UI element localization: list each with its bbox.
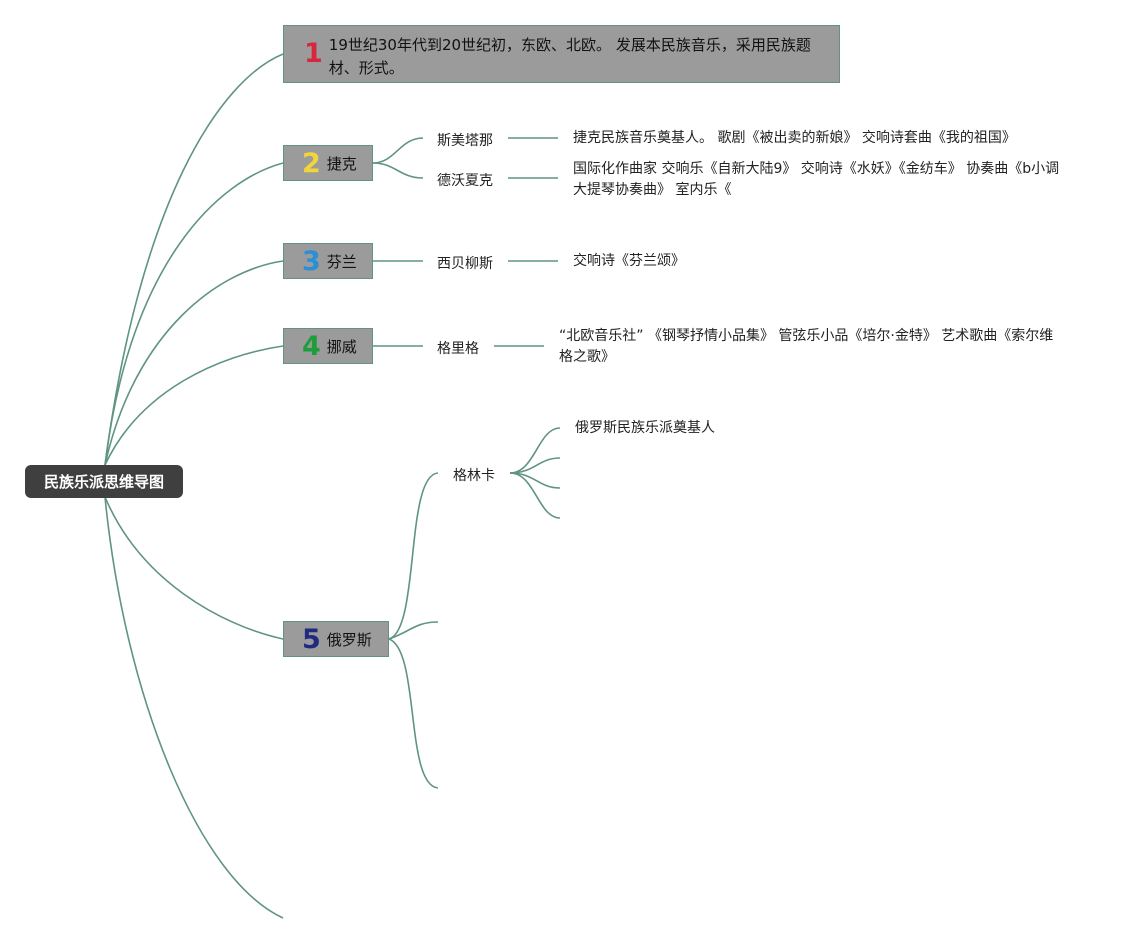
branch-czech-label: 捷克 — [326, 154, 357, 173]
desc-dvorak: 国际化作曲家 交响乐《自新大陆9》 交响诗《水妖》《金纺车》 协奏曲《b小调大提… — [573, 161, 1060, 198]
branch-russia-label: 俄罗斯 — [326, 630, 372, 649]
link-russia-empty2 — [388, 638, 439, 789]
desc-sibelius: 交响诗《芬兰颂》 — [573, 253, 685, 269]
link-czech-smetana — [372, 137, 424, 164]
link-glinka-empty3 — [509, 472, 561, 519]
root-label: 民族乐派思维导图 — [43, 473, 164, 491]
desc-glinka: 俄罗斯民族乐派奠基人 — [575, 420, 715, 436]
node-glinka[interactable]: 格林卡 — [453, 468, 495, 484]
desc-grieg: “北欧音乐社” 《钢琴抒情小品集》 管弦乐小品《培尔·金特》 艺术歌曲《索尔维格… — [559, 328, 1054, 365]
root-node[interactable]: 民族乐派思维导图 — [25, 465, 183, 498]
number-2-icon: 2 — [302, 147, 321, 179]
link-root-branch1 — [104, 53, 284, 466]
branch-czech[interactable]: 2 捷克 — [283, 145, 373, 181]
branch-norway-label: 挪威 — [326, 337, 357, 356]
branch-finland-label: 芬兰 — [326, 252, 357, 271]
link-glinka-desc — [509, 427, 561, 474]
link-russia-empty1 — [388, 621, 439, 640]
node-grieg[interactable]: 格里格 — [437, 341, 479, 357]
number-3-icon: 3 — [302, 245, 321, 277]
link-root-empty — [104, 496, 284, 919]
node-smetana[interactable]: 斯美塔那 — [437, 133, 493, 149]
number-5-icon: 5 — [302, 623, 321, 655]
node-sibelius[interactable]: 西贝柳斯 — [437, 256, 493, 272]
link-czech-dvorak — [372, 162, 424, 179]
number-1-icon: 1 — [304, 38, 323, 69]
branch-overview-text: 19世纪30年代到20世纪初，东欧、北欧。 发展本民族音乐，采用民族题材、形式。 — [328, 36, 811, 77]
branch-norway[interactable]: 4 挪威 — [283, 328, 373, 364]
link-root-branch2 — [104, 162, 284, 466]
branch-russia[interactable]: 5 俄罗斯 — [283, 621, 389, 657]
desc-smetana: 捷克民族音乐奠基人。 歌剧《被出卖的新娘》 交响诗套曲《我的祖国》 — [573, 130, 1016, 146]
node-dvorak[interactable]: 德沃夏克 — [437, 173, 493, 189]
branch-overview[interactable]: 1 19世纪30年代到20世纪初，东欧、北欧。 发展本民族音乐，采用民族题材、形… — [283, 25, 840, 83]
branch-finland[interactable]: 3 芬兰 — [283, 243, 373, 279]
number-4-icon: 4 — [302, 330, 321, 362]
link-root-branch5 — [104, 496, 284, 640]
link-root-branch4 — [104, 345, 284, 466]
link-russia-glinka — [388, 472, 439, 640]
link-root-branch3 — [104, 260, 284, 466]
